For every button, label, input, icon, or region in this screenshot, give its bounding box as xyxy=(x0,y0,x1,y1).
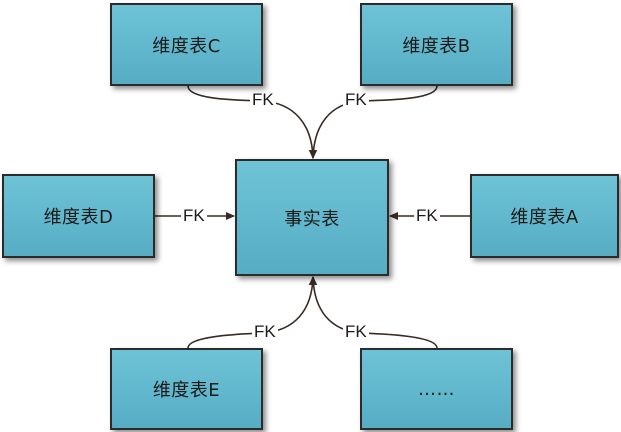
fk-label-dim-e: FK xyxy=(252,322,278,341)
fk-label-dim-d: FK xyxy=(181,206,207,225)
node-dim-c-label: 维度表C xyxy=(152,35,221,57)
node-fact-table: 事实表 xyxy=(235,159,389,276)
node-fact-table-label: 事实表 xyxy=(284,208,340,230)
node-dim-more-label: …… xyxy=(418,378,455,400)
fk-label-dim-more: FK xyxy=(343,322,369,341)
node-dim-e: 维度表E xyxy=(110,348,263,430)
node-dim-c: 维度表C xyxy=(110,3,263,86)
node-dim-d: 维度表D xyxy=(2,174,155,258)
node-dim-e-label: 维度表E xyxy=(152,380,221,401)
node-dim-a: 维度表A xyxy=(470,174,619,258)
connector-dim-more-to-fact xyxy=(309,276,438,349)
node-dim-b-label: 维度表B xyxy=(402,35,471,57)
fk-label-dim-c: FK xyxy=(250,90,276,109)
connector-dim-e-to-fact xyxy=(187,276,317,349)
node-dim-b: 维度表B xyxy=(360,3,513,86)
fk-label-dim-b: FK xyxy=(343,90,369,109)
node-dim-a-label: 维度表A xyxy=(510,207,579,228)
connector-dim-b-to-fact xyxy=(309,85,438,159)
node-dim-d-label: 维度表D xyxy=(43,207,114,228)
node-dim-more: …… xyxy=(360,348,513,430)
fk-label-dim-a: FK xyxy=(414,206,440,225)
